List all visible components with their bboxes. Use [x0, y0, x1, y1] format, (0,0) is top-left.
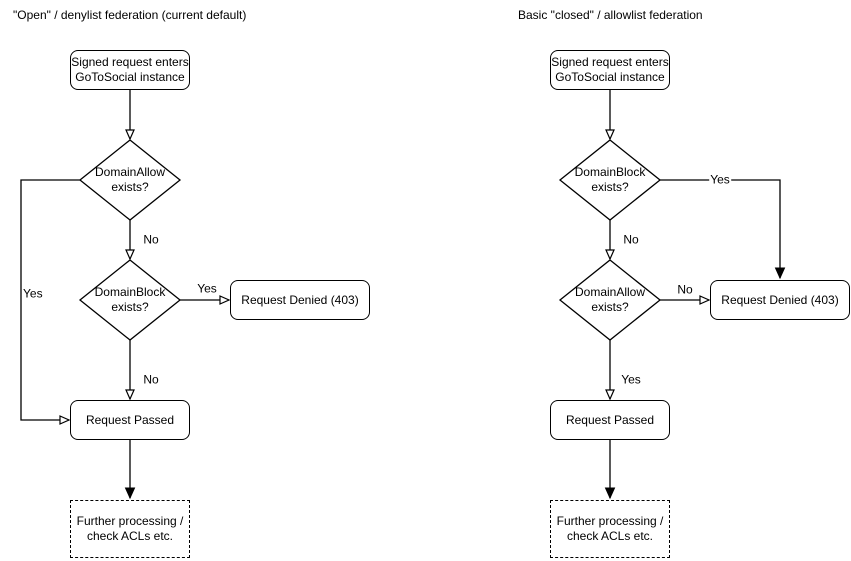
- diamond-shape: [78, 259, 182, 341]
- right-label-decision2-yes: Yes: [620, 372, 642, 387]
- right-start-line2: GoToSocial instance: [555, 70, 665, 84]
- right-further-line1: Further processing /: [556, 514, 664, 528]
- right-decision2-line2: exists?: [591, 300, 629, 314]
- left-start-line1: Signed request enters: [71, 55, 189, 69]
- right-flowchart-title: Basic "closed" / allowlist federation: [518, 8, 703, 22]
- left-label-decision1-no: No: [142, 232, 160, 247]
- right-further-processing-node: Further processing / check ACLs etc.: [550, 500, 670, 558]
- left-further-processing-node: Further processing / check ACLs etc.: [70, 500, 190, 558]
- left-start-line2: GoToSocial instance: [75, 70, 185, 84]
- left-start-node: Signed request enters GoToSocial instanc…: [70, 50, 190, 90]
- left-decision1-text: DomainAllow exists?: [95, 165, 165, 195]
- left-decision1-line2: exists?: [111, 180, 149, 194]
- right-denied-label: Request Denied (403): [721, 292, 839, 307]
- left-edge-decision1-yes-to-passed: [20, 179, 80, 425]
- left-label-decision2-yes: Yes: [196, 281, 218, 296]
- left-decision2-text: DomainBlock exists?: [95, 285, 166, 315]
- right-label-decision1-yes: Yes: [709, 172, 731, 187]
- left-passed-node: Request Passed: [70, 400, 190, 440]
- right-further-line2: check ACLs etc.: [566, 529, 654, 543]
- right-passed-node: Request Passed: [550, 400, 670, 440]
- right-passed-label: Request Passed: [565, 412, 655, 427]
- right-decision1-line1: DomainBlock: [574, 165, 646, 179]
- diamond-shape: [558, 139, 662, 221]
- left-decision-domainallow: DomainAllow exists?: [78, 139, 182, 221]
- left-further-line1: Further processing /: [76, 514, 184, 528]
- right-start-node: Signed request enters GoToSocial instanc…: [550, 50, 670, 90]
- right-edge-decision1-yes-to-denied: [660, 179, 786, 280]
- diamond-shape: [78, 139, 182, 221]
- right-decision1-text: DomainBlock exists?: [575, 165, 646, 195]
- right-decision1-line2: exists?: [591, 180, 629, 194]
- right-decision2-line1: DomainAllow: [574, 285, 646, 299]
- left-further-line2: check ACLs etc.: [86, 529, 174, 543]
- left-denied-label: Request Denied (403): [241, 292, 359, 307]
- left-denied-node: Request Denied (403): [230, 280, 370, 320]
- right-decision-domainallow: DomainAllow exists?: [558, 259, 662, 341]
- left-decision2-line2: exists?: [111, 300, 149, 314]
- right-decision-domainblock: DomainBlock exists?: [558, 139, 662, 221]
- left-decision-domainblock: DomainBlock exists?: [78, 259, 182, 341]
- right-denied-node: Request Denied (403): [710, 280, 850, 320]
- diamond-shape: [558, 259, 662, 341]
- right-decision2-text: DomainAllow exists?: [575, 285, 645, 315]
- left-decision1-line1: DomainAllow: [94, 165, 166, 179]
- left-flowchart-title: "Open" / denylist federation (current de…: [13, 8, 247, 22]
- left-decision2-line1: DomainBlock: [94, 285, 166, 299]
- left-passed-label: Request Passed: [85, 412, 175, 427]
- right-label-decision2-no: No: [676, 282, 694, 297]
- left-label-decision2-no: No: [142, 372, 160, 387]
- right-label-decision1-no: No: [622, 232, 640, 247]
- left-label-decision1-yes: Yes: [22, 286, 44, 301]
- right-start-line1: Signed request enters: [551, 55, 669, 69]
